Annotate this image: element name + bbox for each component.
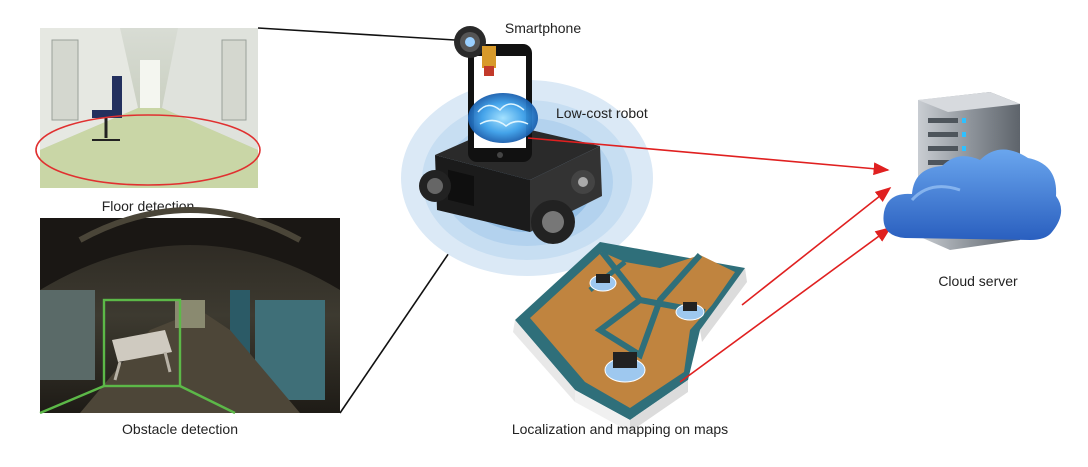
robot-label: Low-cost robot [556,105,648,121]
connector-obstacle-to-robot [339,224,469,414]
cloud-server-label: Cloud server [938,273,1018,289]
map-robot-3 [604,352,646,383]
cloud-icon [883,149,1062,240]
obstacle-box-leg-left [39,384,105,415]
floor-detection-image [35,28,261,188]
map-icon [513,242,747,432]
arrow-robot-to-cloud [527,137,890,176]
arrow-map-to-cloud-lower [679,227,892,383]
camera-icon [454,26,496,76]
obstacle-detection-label: Obstacle detection [122,421,238,437]
connector-floor-to-smartphone [257,27,456,41]
obstacle-detection-image [39,207,340,415]
chair-icon [92,76,122,141]
brain-icon [468,93,538,143]
smartphone-label: Smartphone [505,20,581,36]
map-robot-1 [589,274,617,292]
obstacle-box-leg-right [179,384,236,415]
obstacle-box [102,298,182,388]
map-robot-2 [675,302,705,321]
debris-icon [112,330,172,381]
mapping-label: Localization and mapping on maps [512,421,728,437]
floor-ellipse [35,114,261,186]
arrow-map-to-cloud-upper [741,187,892,306]
